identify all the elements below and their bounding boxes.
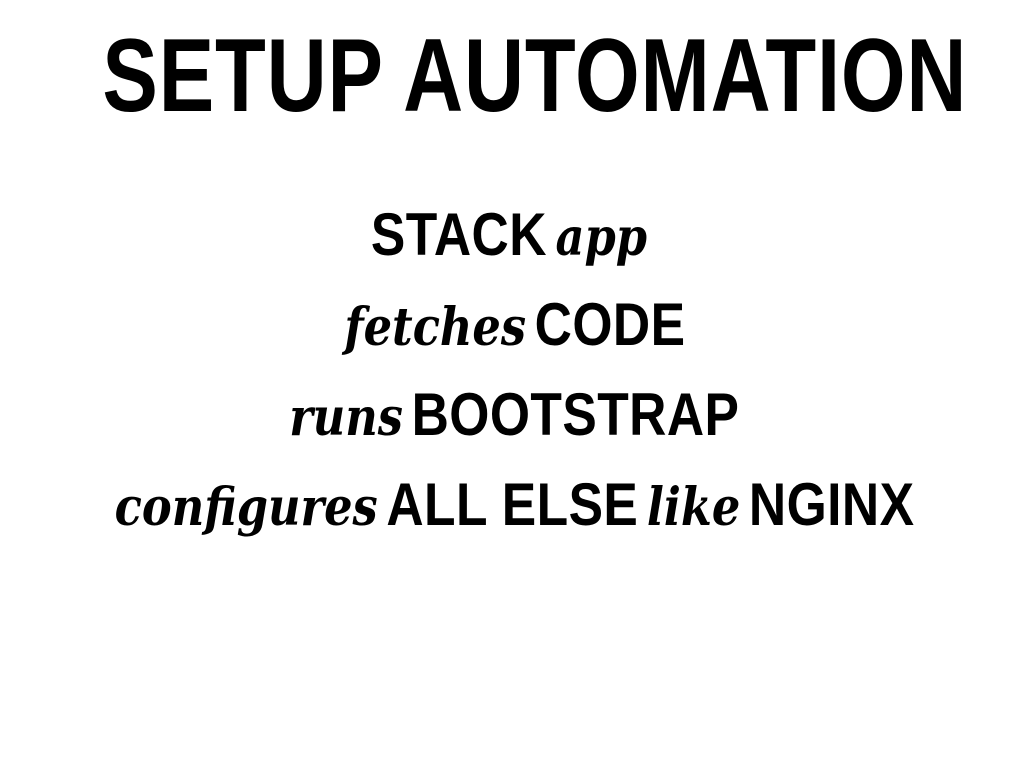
line-2-word-2: CODE [534,291,686,358]
line-configures-nginx: configures ALL ELSE like NGINX [0,460,1024,550]
line-2-word-1: fetches [344,297,526,358]
slide-body: STACK app fetches CODE runs BOOTSTRAP co… [0,190,1024,550]
line-1-word-1: STACK [371,201,548,268]
line-4-word-3: like [646,477,741,538]
line-fetches-code: fetches CODE [0,280,1024,370]
line-3-word-1: runs [289,387,404,448]
line-4-word-1: configures [114,477,378,538]
line-1-word-2: app [555,207,648,268]
line-stack-app: STACK app [0,190,1024,280]
line-3-word-2: BOOTSTRAP [411,381,740,448]
line-4-word-2: ALL ELSE [386,471,639,538]
line-runs-bootstrap: runs BOOTSTRAP [0,370,1024,460]
line-4-word-4: NGINX [748,471,915,538]
slide-title: SETUP AUTOMATION [102,18,968,134]
